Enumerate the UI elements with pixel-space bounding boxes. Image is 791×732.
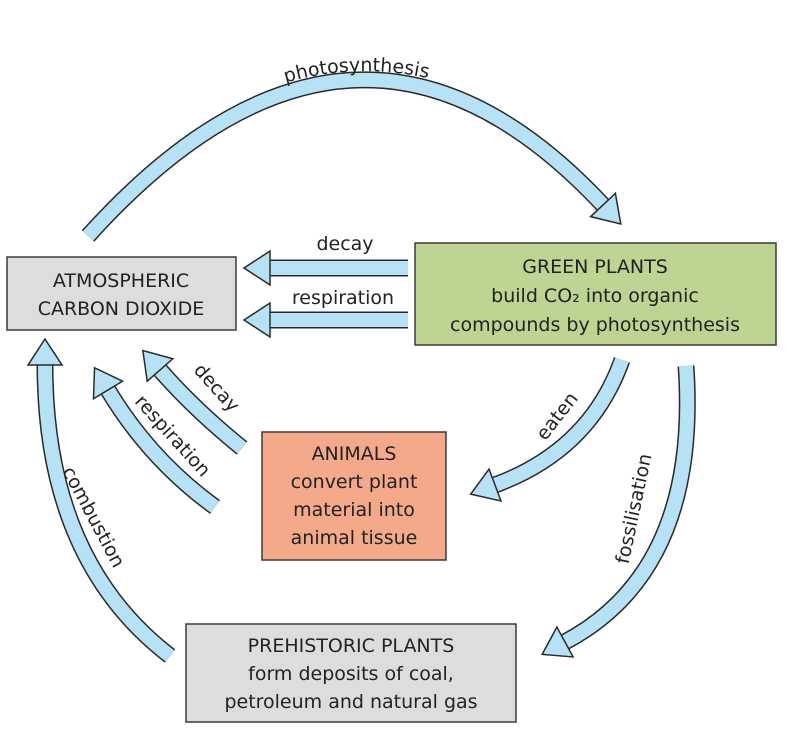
combustion-arrow-head: [26, 337, 64, 366]
photosynthesis-arrow-head: [589, 191, 622, 225]
green-plants-box: GREEN PLANTS build CO₂ into organic comp…: [414, 242, 777, 346]
svg-text:ANIMALS: ANIMALS: [312, 443, 397, 465]
decay-animals-arrow-shaft: [154, 365, 247, 454]
fossilisation-arrow-head: [540, 625, 575, 658]
eaten-arrow-head: [469, 467, 503, 502]
svg-text:compounds by photosynthesis: compounds by photosynthesis: [450, 314, 740, 336]
combustion-arrow-shaft: [38, 364, 175, 662]
svg-text:convert plant: convert plant: [291, 471, 418, 493]
respiration-top-arrow-head: [242, 301, 271, 339]
fossilisation-arrow-shaft: [561, 365, 695, 649]
svg-text:GREEN PLANTS: GREEN PLANTS: [522, 256, 668, 278]
svg-text:ATMOSPHERIC: ATMOSPHERIC: [53, 270, 189, 292]
decay-top-arrow-head: [242, 249, 271, 287]
svg-text:form deposits of coal,: form deposits of coal,: [248, 663, 454, 685]
atmospheric-carbon-dioxide-box: ATMOSPHERIC CARBON DIOXIDE: [6, 256, 237, 331]
respiration-animals-arrow-shaft: [101, 386, 220, 513]
svg-text:CARBON DIOXIDE: CARBON DIOXIDE: [38, 298, 205, 320]
svg-text:build CO₂ into organic: build CO₂ into organic: [491, 285, 699, 307]
svg-text:animal tissue: animal tissue: [291, 527, 418, 549]
decay-top-label: decay: [316, 233, 373, 255]
respiration-top-label: respiration: [292, 287, 394, 309]
eaten-arrow-shaft: [492, 357, 629, 492]
svg-text:petroleum and natural gas: petroleum and natural gas: [224, 691, 477, 713]
respiration-animals-arrow-head: [92, 366, 125, 401]
photosynthesis-arrow-shaft: [82, 72, 609, 241]
decay-animals-arrow-head: [141, 349, 175, 383]
svg-text:material into: material into: [293, 499, 415, 521]
svg-text:PREHISTORIC PLANTS: PREHISTORIC PLANTS: [248, 635, 455, 657]
animals-box: ANIMALS convert plant material into anim…: [261, 431, 447, 561]
prehistoric-plants-box: PREHISTORIC PLANTS form deposits of coal…: [185, 623, 517, 723]
